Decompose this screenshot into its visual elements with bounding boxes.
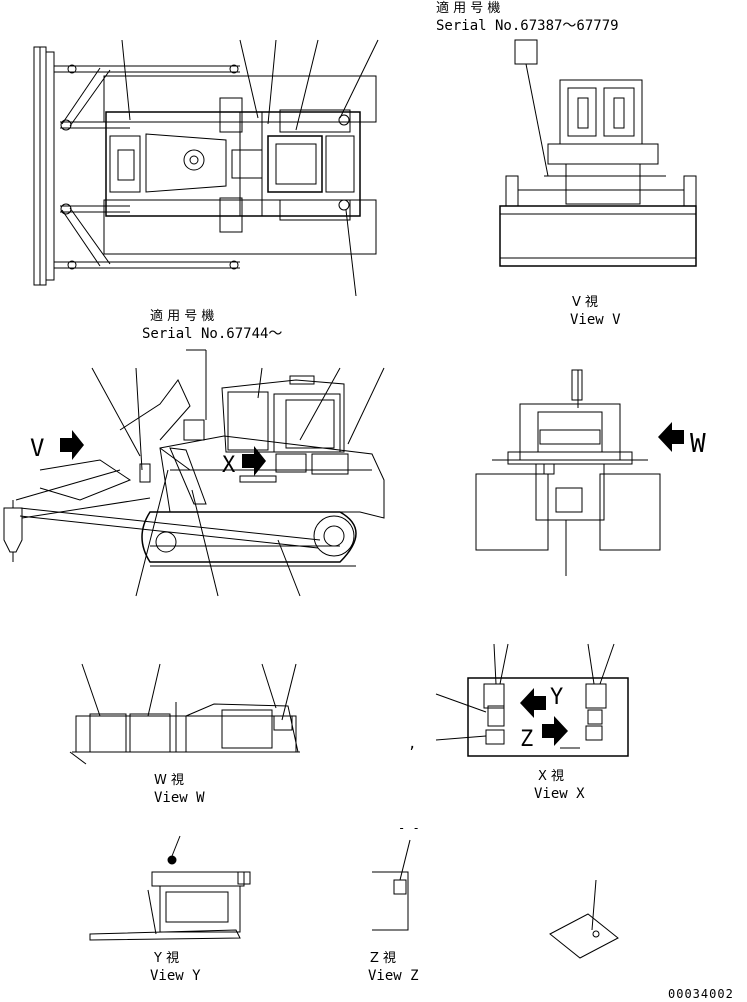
rear-view-drawing	[476, 370, 660, 576]
view-x-jp-label: X 視	[538, 769, 564, 784]
view-v-label: View V	[570, 312, 621, 328]
side-view-drawing	[4, 350, 384, 596]
decal-drawing	[550, 880, 618, 958]
view-y-jp-label: Y 視	[153, 951, 179, 966]
arrow-v-label: V	[30, 434, 44, 462]
view-y-label: View Y	[150, 968, 201, 984]
comma-mark: ,	[408, 736, 416, 752]
view-z-jp-label: Z 視	[370, 951, 396, 966]
view-w-jp-label: W 視	[154, 773, 184, 788]
body-plan	[106, 112, 360, 216]
blade-plan-inner	[46, 52, 54, 280]
arrow-w-icon	[658, 422, 684, 452]
arrow-v-icon	[60, 430, 84, 460]
dash-marks: - -	[398, 821, 420, 835]
view-w-label: View W	[154, 790, 205, 806]
cab-front	[560, 80, 642, 144]
arrow-z-label: Z	[520, 727, 533, 752]
view-x-panel	[468, 678, 628, 756]
direction-arrows	[60, 422, 684, 746]
arrow-x-label: X	[222, 453, 236, 478]
view-x-label: View X	[534, 786, 585, 802]
view-v-drawing	[500, 40, 696, 266]
serial-side-jp-label: 適 用 号 機	[150, 308, 214, 324]
view-w-drawing	[70, 664, 300, 764]
view-y-drawing	[90, 836, 250, 940]
view-z-drawing	[372, 840, 410, 930]
serial-side-label: Serial No.67744～	[142, 326, 282, 342]
arrow-x-icon	[242, 446, 266, 476]
view-x-drawing	[436, 644, 628, 756]
arrow-w-label: W	[690, 429, 706, 459]
blade-front	[500, 206, 696, 266]
top-view-drawing	[34, 40, 378, 296]
drawing-number: 00034002	[668, 987, 734, 1001]
arrow-y-label: Y	[550, 685, 563, 710]
arrow-z-icon	[542, 716, 568, 746]
cab-side	[222, 380, 344, 452]
track-side	[142, 512, 356, 562]
arrow-y-icon	[520, 688, 546, 718]
serial-top-jp-label: 適 用 号 機	[436, 0, 500, 16]
serial-top-label: Serial No.67387～67779	[436, 18, 619, 34]
view-v-jp-label: V 視	[572, 295, 598, 310]
view-z-label: View Z	[368, 968, 419, 984]
